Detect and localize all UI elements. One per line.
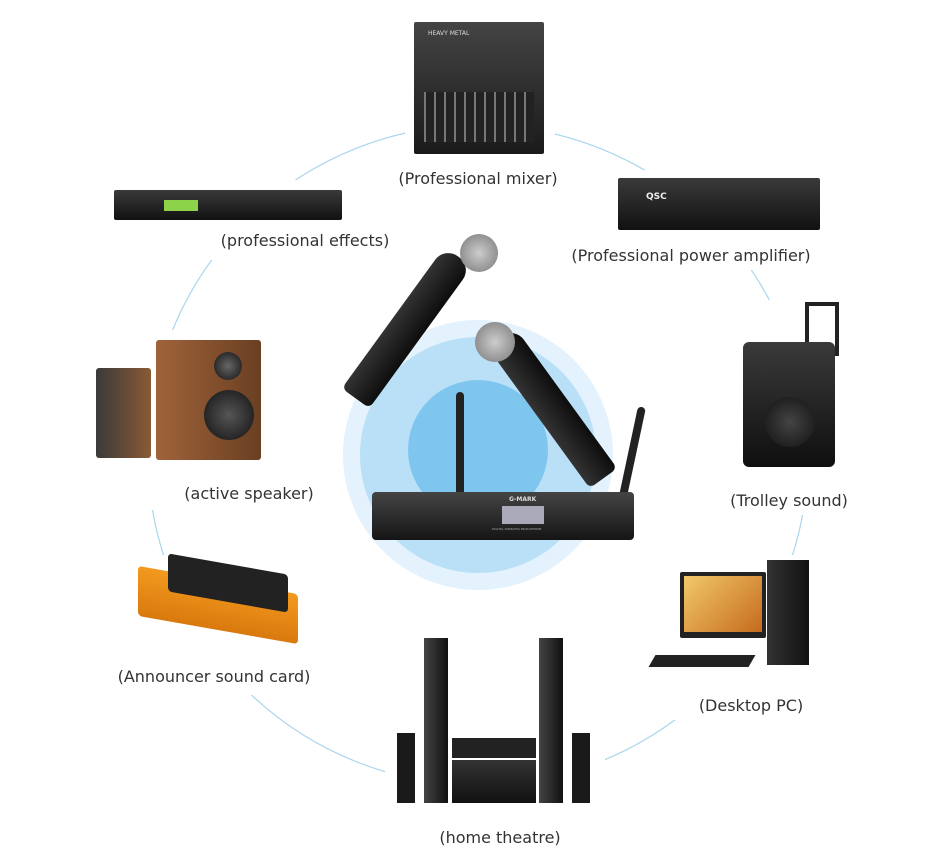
trolley-sound-label: (Trolley sound) xyxy=(730,491,848,510)
mixer-brand: HEAVY METAL xyxy=(428,30,470,37)
sound-card-image xyxy=(138,553,303,645)
active-speaker-label: (active speaker) xyxy=(184,484,314,503)
amplifier-label: (Professional power amplifier) xyxy=(571,246,811,265)
amplifier-image: QSC xyxy=(618,178,820,230)
receiver-brand: G-MARK xyxy=(509,496,537,503)
wireless-microphone-image: G-MARK DIGITAL WIRELESS MICROPHONE xyxy=(341,230,646,540)
home-theatre-label: (home theatre) xyxy=(439,828,561,847)
receiver: G-MARK DIGITAL WIRELESS MICROPHONE xyxy=(372,492,634,540)
mixer-image: HEAVY METAL xyxy=(414,22,544,154)
glow-inner xyxy=(408,380,548,520)
receiver-caption: DIGITAL WIRELESS MICROPHONE xyxy=(492,527,542,531)
trolley-sound-image xyxy=(743,302,839,472)
home-theatre-image xyxy=(392,638,597,806)
amplifier-brand: QSC xyxy=(646,192,667,202)
microphone-1 xyxy=(341,246,473,409)
active-speaker-image xyxy=(96,340,261,460)
effects-label: (professional effects) xyxy=(220,231,390,250)
desktop-pc-image xyxy=(648,560,812,680)
mixer-label: (Professional mixer) xyxy=(398,169,558,188)
sound-card-label: (Announcer sound card) xyxy=(117,667,311,686)
effects-image xyxy=(114,190,342,220)
desktop-pc-label: (Desktop PC) xyxy=(698,696,804,715)
